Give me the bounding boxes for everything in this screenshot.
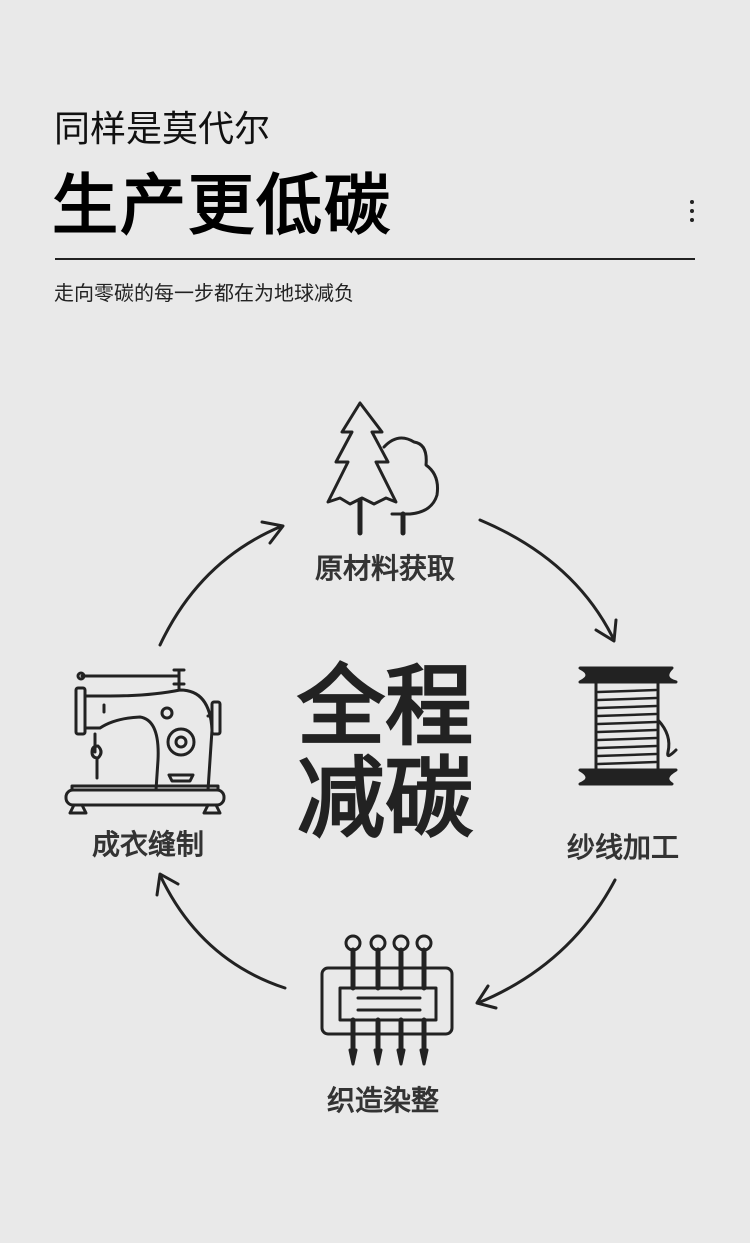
more-options-icon[interactable] — [690, 200, 696, 227]
cycle-arrow-4 — [155, 872, 287, 990]
step-label-raw-material: 原材料获取 — [314, 552, 456, 585]
divider — [55, 258, 695, 260]
cycle-arrow-1 — [158, 520, 285, 647]
cycle-arrow-2 — [478, 518, 618, 643]
step-label-yarn-processing: 纱线加工 — [566, 831, 680, 864]
weaving-needles-icon — [320, 934, 454, 1066]
tree-icon — [326, 401, 439, 536]
subtitle-top: 同样是莫代尔 — [54, 109, 271, 150]
thread-spool-icon — [578, 666, 678, 786]
sewing-machine-icon — [64, 668, 226, 815]
page-title: 生产更低碳 — [52, 167, 392, 244]
cycle-arrow-3 — [475, 878, 617, 1010]
center-text-line2: 减碳 — [296, 747, 474, 850]
tagline: 走向零碳的每一步都在为地球减负 — [54, 281, 354, 305]
center-text-line1: 全程 — [296, 655, 474, 758]
step-label-weaving-dyeing: 织造染整 — [326, 1084, 440, 1117]
step-label-garment-sewing: 成衣缝制 — [91, 828, 205, 861]
